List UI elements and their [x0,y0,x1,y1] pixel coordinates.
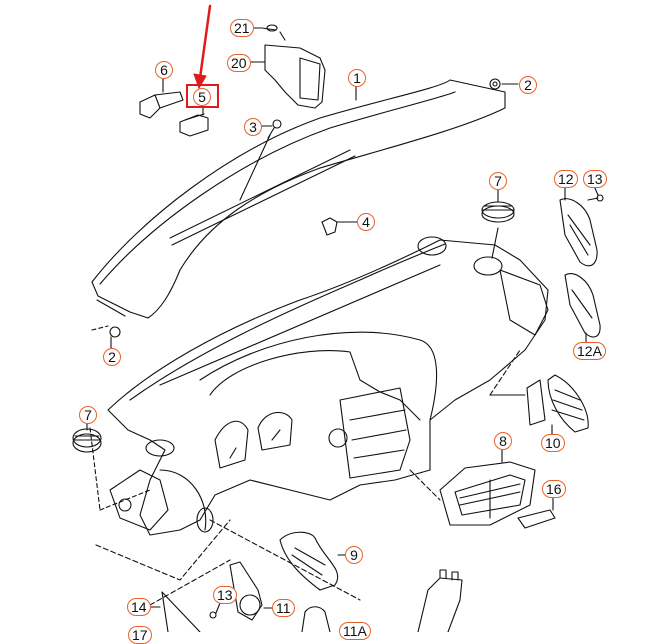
part-14-trim [146,591,201,632]
callout-6[interactable]: 6 [155,61,173,79]
callout-4[interactable]: 4 [357,213,375,231]
part-1-dash-pad [91,79,506,319]
callout-3[interactable]: 3 [244,118,262,136]
part-12a-side-vent [564,273,601,343]
highlight-box-part-5 [186,84,219,108]
part-8-center-vent [439,449,536,526]
callout-14[interactable]: 14 [127,598,151,616]
part-5-bracket [179,106,209,137]
callout-11[interactable]: 11 [272,599,295,617]
callout-8[interactable]: 8 [494,432,512,450]
callout-11a[interactable]: 11A [339,622,371,640]
highlight-arrow [193,4,212,89]
part-4-clip [321,217,359,236]
callout-13-top[interactable]: 13 [583,170,607,188]
part-13-screw-top [587,185,604,202]
callout-12[interactable]: 12 [554,170,578,188]
main-dashboard-carrier [89,227,549,606]
part-10-vent [526,374,589,437]
callout-7-right[interactable]: 7 [489,172,507,190]
callout-12a[interactable]: 12A [573,342,606,360]
callout-5[interactable]: 5 [193,88,211,106]
callout-16[interactable]: 16 [542,480,566,498]
callout-20[interactable]: 20 [227,54,251,72]
part-6-clip [139,78,184,119]
part-16-switch [517,497,556,529]
callout-10[interactable]: 10 [541,434,565,452]
part-12-side-vent [559,185,598,267]
callout-1[interactable]: 1 [348,69,366,87]
part-20-air-duct [246,24,326,109]
callout-17[interactable]: 17 [128,626,152,644]
callout-9[interactable]: 9 [345,546,363,564]
bottom-right-bracket [417,569,463,632]
callout-21[interactable]: 21 [230,19,254,37]
part-11a-vent [301,606,331,632]
part-2-nut-right [489,78,519,90]
callout-7-left[interactable]: 7 [79,406,97,424]
part-9-vent [279,531,347,591]
part-11-vent [229,561,273,621]
part-7-speaker-cover-right [481,189,515,223]
callout-13-bottom[interactable]: 13 [213,586,237,604]
callout-2-right[interactable]: 2 [519,76,537,94]
part-7-speaker-cover-left [72,422,102,453]
part-2-nut-left [91,325,121,349]
callout-2-left[interactable]: 2 [103,348,121,366]
